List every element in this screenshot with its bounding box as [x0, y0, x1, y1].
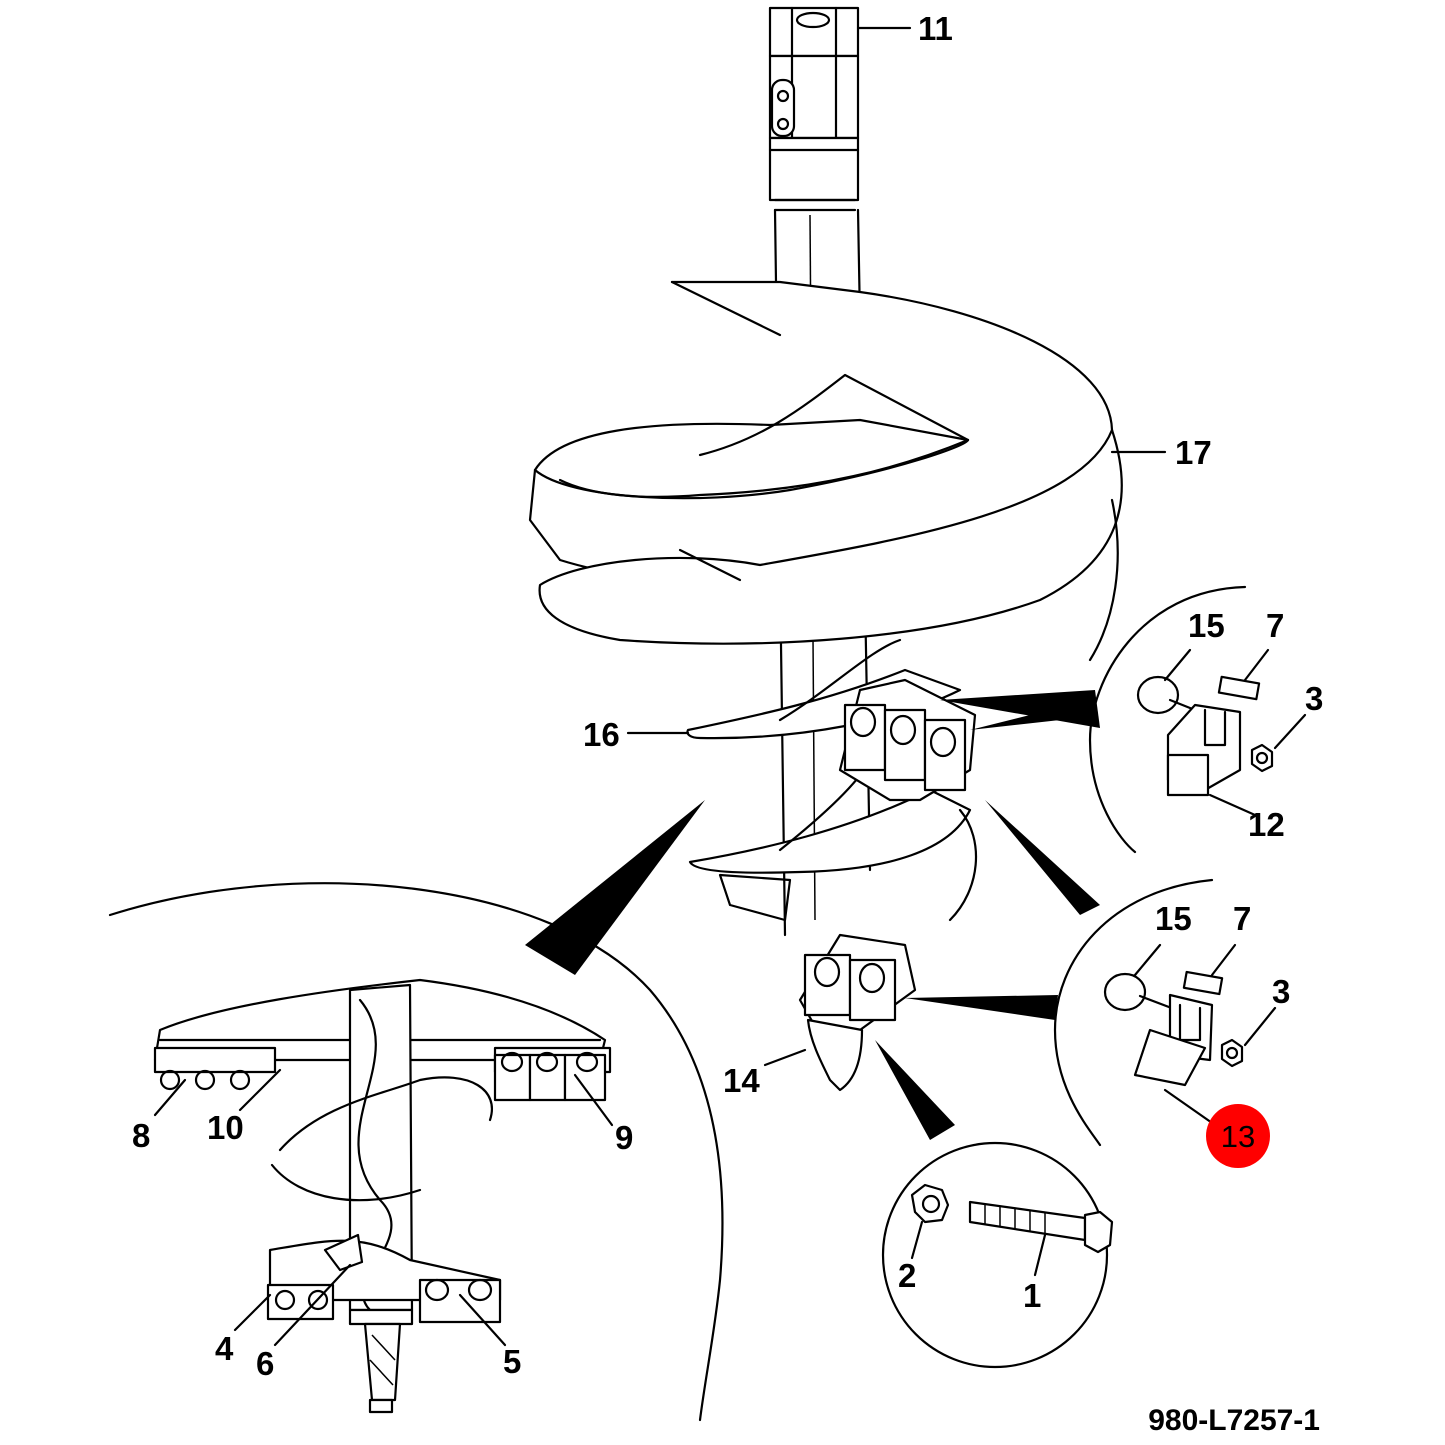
detail-upper-tooth [1088, 585, 1307, 854]
callout-3-upper: 3 [1305, 680, 1323, 717]
callout-13: 13 [1221, 1119, 1255, 1154]
callout-5: 5 [503, 1343, 521, 1380]
upper-tooth-holders [838, 678, 977, 802]
pointer-wedges [525, 690, 1100, 1140]
callout-2: 2 [898, 1257, 916, 1294]
callout-16: 16 [583, 716, 620, 753]
auger-assembly [528, 6, 1123, 1092]
highlight-marker [1206, 1104, 1270, 1168]
drawing-reference-code: 980-L7257-1 [1148, 1404, 1320, 1437]
callout-12: 12 [1248, 806, 1285, 843]
callout-17: 17 [1175, 434, 1212, 471]
detail-lower-tooth [1053, 878, 1277, 1147]
callout-1: 1 [1023, 1277, 1041, 1314]
callout-labels: 11 17 16 14 15 7 3 12 15 7 3 13 2 1 8 10… [132, 10, 1323, 1437]
callout-6: 6 [256, 1345, 274, 1382]
detail-side-view [108, 882, 724, 1422]
detail-bolt-nut [881, 1141, 1114, 1369]
callout-7-lower: 7 [1233, 900, 1251, 937]
callout-9: 9 [615, 1119, 633, 1156]
callout-14: 14 [723, 1062, 760, 1099]
callout-8: 8 [132, 1117, 150, 1154]
callout-15-lower: 15 [1155, 900, 1192, 937]
upper-flighting [528, 280, 1123, 662]
callout-7-upper: 7 [1266, 607, 1284, 644]
callout-15-upper: 15 [1188, 607, 1225, 644]
hex-drive-collar [768, 6, 860, 212]
callout-11: 11 [918, 10, 953, 47]
callout-10: 10 [207, 1109, 244, 1146]
callout-3-lower: 3 [1272, 973, 1290, 1010]
leader-lines [626, 26, 1167, 1067]
callout-4: 4 [215, 1330, 234, 1367]
highlighted-callout-13[interactable]: 13 [1206, 1104, 1270, 1168]
detail-side-teeth-upper [159, 1051, 607, 1102]
lower-tooth-holders [718, 873, 917, 1092]
